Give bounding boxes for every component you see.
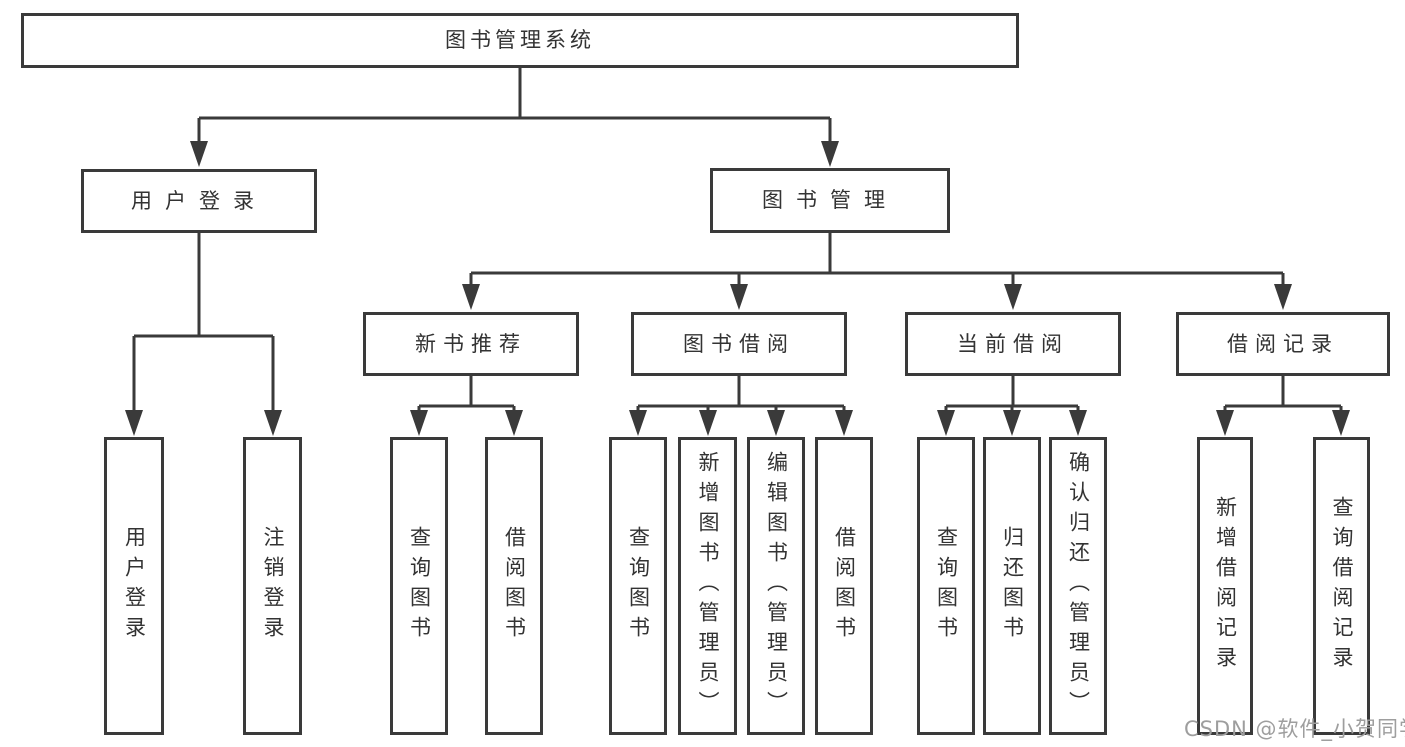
arrowhead-icon	[125, 410, 143, 436]
arrowhead-icon	[1004, 284, 1022, 310]
arrowhead-icon	[264, 410, 282, 436]
arrowhead-icon	[1069, 410, 1087, 436]
arrowhead-icon	[629, 410, 647, 436]
leaf-query-books-borrow: 查询图书	[609, 437, 667, 735]
arrowhead-icon	[821, 141, 839, 167]
arrowhead-icon	[410, 410, 428, 436]
leaf-borrow-books: 借阅图书	[815, 437, 873, 735]
connector-groups-to-leaves	[417, 376, 1343, 412]
node-user-login: 用户登录	[81, 169, 317, 233]
watermark: CSDN @软件_小贺同学	[1184, 717, 1405, 741]
arrowhead-icon	[1274, 284, 1292, 310]
arrowhead-icon	[1216, 410, 1234, 436]
leaf-query-books-recommend: 查询图书	[390, 437, 448, 735]
arrowhead-icon	[699, 410, 717, 436]
node-new-book-recommend: 新书推荐	[363, 312, 579, 376]
arrowhead-icon	[462, 284, 480, 310]
node-book-borrow: 图书借阅	[631, 312, 847, 376]
leaf-borrow-books-recommend: 借阅图书	[485, 437, 543, 735]
leaf-query-borrow-record: 查询借阅记录	[1313, 437, 1370, 735]
arrowhead-icon	[1332, 410, 1350, 436]
connector-user-login-branch	[132, 233, 275, 413]
arrowhead-icon	[937, 410, 955, 436]
leaf-confirm-return-admin: 确认归还（管理员）	[1049, 437, 1107, 735]
leaf-add-borrow-record: 新增借阅记录	[1197, 437, 1253, 735]
leaf-query-books-current: 查询图书	[917, 437, 975, 735]
connector-book-management-branch	[469, 233, 1285, 287]
leaf-user-login: 用户登录	[104, 437, 164, 735]
node-book-management: 图书管理	[710, 168, 950, 233]
leaf-edit-book-admin: 编辑图书（管理员）	[747, 437, 805, 735]
node-library-management-system: 图书管理系统	[21, 13, 1019, 68]
connector-root-to-level2	[197, 68, 832, 144]
leaf-return-books: 归还图书	[983, 437, 1041, 735]
arrowhead-icon	[1003, 410, 1021, 436]
arrowhead-icon	[505, 410, 523, 436]
arrowhead-icon	[835, 410, 853, 436]
arrowhead-icon	[767, 410, 785, 436]
node-current-borrow: 当前借阅	[905, 312, 1121, 376]
node-borrow-records: 借阅记录	[1176, 312, 1390, 376]
arrowhead-icon	[730, 284, 748, 310]
arrowhead-icon	[190, 141, 208, 167]
leaf-add-book-admin: 新增图书（管理员）	[678, 437, 737, 735]
leaf-logout: 注销登录	[243, 437, 302, 735]
